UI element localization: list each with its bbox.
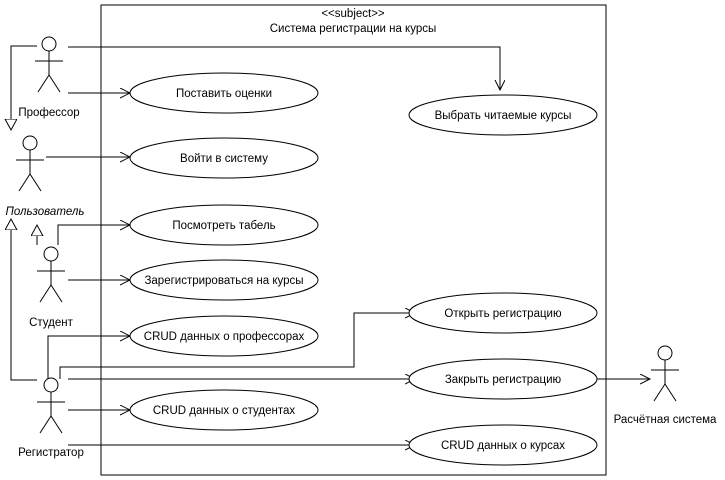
use-case-open-registration[interactable]: Открыть регистрацию	[408, 292, 598, 334]
stick-figure-icon	[37, 246, 65, 303]
use-case-label: CRUD данных о профессорах	[144, 331, 305, 343]
actor-professor[interactable]: Профессор	[18, 36, 80, 119]
use-case-label: Открыть регистрацию	[444, 308, 562, 320]
use-case-crud-courses[interactable]: CRUD данных о курсах	[408, 424, 598, 466]
use-case-label: Войти в систему	[180, 153, 268, 165]
actor-student[interactable]: Студент	[29, 246, 74, 329]
use-case-label: Поставить оценки	[176, 88, 272, 100]
use-case-label: Зарегистрироваться на курсы	[144, 275, 303, 287]
stick-figure-icon	[35, 36, 63, 93]
use-case-crud-professors[interactable]: CRUD данных о профессорах	[129, 315, 319, 357]
stick-figure-icon	[651, 345, 679, 402]
use-case-register-courses[interactable]: Зарегистрироваться на курсы	[129, 259, 319, 301]
use-case-close-registration[interactable]: Закрыть регистрацию	[408, 358, 598, 400]
actor-billing-system[interactable]: Расчётная система	[614, 345, 717, 426]
actor-label: Регистратор	[18, 447, 84, 459]
assoc-student-view-transcript	[57, 225, 130, 245]
use-case-grade[interactable]: Поставить оценки	[129, 72, 319, 114]
use-case-label: Посмотреть табель	[172, 220, 275, 232]
actor-registrar[interactable]: Регистратор	[18, 377, 84, 459]
use-case-label: CRUD данных о курсах	[441, 440, 565, 452]
use-case-label: Выбрать читаемые курсы	[435, 110, 572, 122]
use-case-label: CRUD данных о студентах	[153, 405, 296, 417]
stick-figure-icon	[16, 135, 44, 192]
actor-user[interactable]: Пользователь	[6, 135, 85, 218]
actor-label: Профессор	[18, 107, 79, 119]
use-case-label: Закрыть регистрацию	[445, 374, 562, 386]
use-case-select-courses[interactable]: Выбрать читаемые курсы	[408, 94, 598, 136]
use-case-login[interactable]: Войти в систему	[129, 137, 319, 179]
generalization-registrar-user	[11, 219, 37, 381]
actor-label: Расчётная система	[614, 414, 717, 426]
system-stereotype: <<subject>>	[321, 8, 385, 20]
system-title: Система регистрации на курсы	[270, 23, 437, 35]
generalization-professor-user	[11, 45, 37, 130]
assoc-professor-select-courses	[68, 46, 500, 90]
actor-label: Пользователь	[6, 206, 85, 218]
actor-label: Студент	[29, 317, 74, 329]
stick-figure-icon	[37, 377, 65, 434]
assoc-registrar-open-registration	[59, 313, 415, 379]
assoc-registrar-crud-professors	[47, 336, 130, 379]
use-case-crud-students[interactable]: CRUD данных о студентах	[129, 389, 319, 431]
use-case-view-transcript[interactable]: Посмотреть табель	[129, 204, 319, 246]
